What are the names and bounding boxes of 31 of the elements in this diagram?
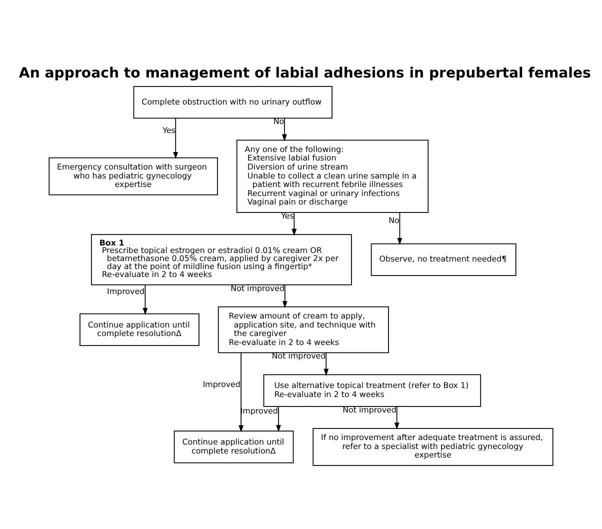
- edge-label: Improved: [202, 380, 240, 389]
- edge-label: Yes: [281, 211, 294, 220]
- node-box: If no improvement after adequate treatment is assured, refer to a specialist with pediatric gynecology expertise: [312, 428, 554, 466]
- arrow: [276, 406, 281, 432]
- node-box: Continue application until complete resolutionΔ: [174, 430, 294, 464]
- arrow: [142, 284, 148, 315]
- edge-label: No: [388, 216, 400, 226]
- arrow: [292, 212, 297, 236]
- node-box: Complete obstruction with no urinary outflow: [133, 86, 332, 119]
- node-box: Box 1 Prescribe topical estrogen or estradiol 0.01% cream OR betamethasone 0.05% cream, applied by caregiver 2x per day at the point of mildline fusion using a fingertip* Re-evaluate in 2 to 4 weeks: [91, 234, 352, 286]
- arrow: [324, 352, 329, 376]
- node-box: Review amount of cream to apply, application site, and technique with the caregiver Re-evaluate in 2 to 4 weeks: [218, 306, 389, 354]
- arrow: [282, 118, 287, 142]
- node-box: Emergency consultation with surgeon who has pediatric gynecology expertise: [48, 157, 218, 196]
- edge-label: Not improved: [342, 405, 396, 414]
- arrow: [238, 352, 244, 432]
- edge-label: Yes: [162, 126, 176, 135]
- node-box: Use alternative topical treatment (refer to Box 1) Re-evaluate in 2 to 4 weeks: [263, 374, 482, 407]
- diagram-title: An approach to management of labial adhesions in prepubertal females: [18, 65, 591, 82]
- arrow: [397, 212, 402, 246]
- arrow: [173, 118, 178, 160]
- edge-label: Improved: [107, 287, 145, 296]
- arrow: [282, 284, 288, 308]
- edge-label: Improved: [240, 406, 278, 416]
- edge-label: Not improved: [230, 284, 285, 293]
- arrow: [394, 406, 400, 430]
- node-box: Observe, no treatment needed¶: [370, 243, 516, 276]
- node-box: Continue application until complete resolutionΔ: [80, 313, 200, 346]
- edge-label: No: [273, 117, 284, 126]
- node-box: Any one of the following: Extensive labial fusion Diversion of urine stream Unable to collect a clean urine sample in a patient with recurrent febrile illnesses Recurrent vaginal or urinary infections Vaginal pain or discharge: [236, 140, 429, 213]
- edge-label: Not improved: [272, 352, 326, 361]
